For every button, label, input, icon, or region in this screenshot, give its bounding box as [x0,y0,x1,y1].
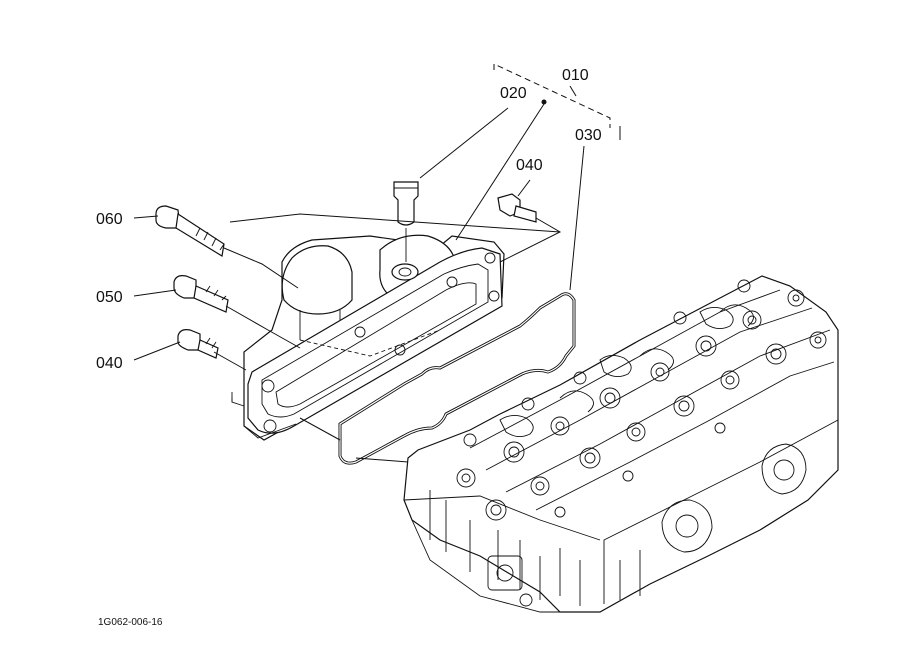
callout-020: 020 [500,85,527,102]
intake-manifold [231,234,505,441]
callout-040-top: 040 [516,157,543,174]
bolt-040-top [497,193,537,223]
figure-code: 1G062-006-16 [98,617,163,628]
callout-030: 030 [575,127,602,144]
gasket [338,292,576,465]
bolt-050 [173,275,229,313]
callout-050: 050 [96,289,123,306]
leader-lines [133,63,621,463]
callout-060: 060 [96,211,123,228]
bolt-060 [155,205,225,257]
cylinder-head [403,275,839,613]
callout-010: 010 [562,67,589,84]
plug-020 [393,181,419,262]
callout-040-left: 040 [96,355,123,372]
bolt-040-left [177,329,219,359]
